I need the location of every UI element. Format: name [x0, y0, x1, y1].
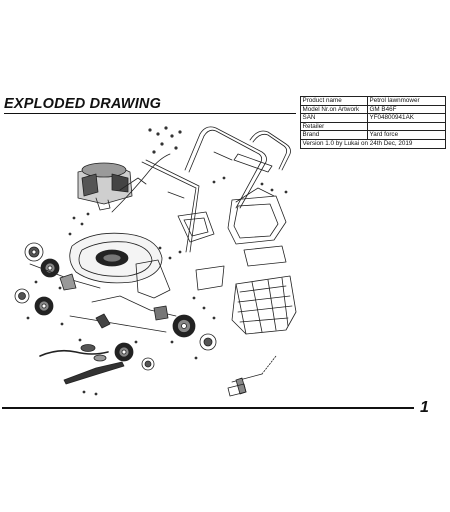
wheel-left-3	[14, 288, 30, 304]
title-underline	[4, 113, 296, 114]
blade-adapter	[59, 273, 169, 362]
page-number: 1	[420, 399, 429, 416]
wheel-rear-center	[114, 342, 134, 362]
wheel-rear-right	[172, 314, 196, 338]
spec-version-row: Version 1.0 by Lukai on 24th Dec, 2019	[300, 138, 446, 149]
throttle-cable	[111, 153, 171, 213]
spec-row: Product name Petrol lawnmower	[300, 96, 446, 106]
wheel-left-4	[34, 296, 54, 316]
handle-assembly	[184, 126, 291, 209]
product-spec-table: Product name Petrol lawnmower Model Nr.o…	[300, 96, 446, 149]
page-title: EXPLODED DRAWING	[4, 96, 162, 112]
lower-handle	[141, 159, 200, 253]
hardware-cluster-top	[148, 126, 288, 194]
cutting-deck	[69, 232, 163, 284]
spec-value: Petrol lawnmower	[367, 96, 446, 106]
leader-line	[261, 355, 277, 375]
wheel-rear-right-2	[199, 333, 217, 351]
engine	[77, 162, 147, 211]
footer-rule	[2, 407, 414, 409]
spec-label: Product name	[300, 96, 368, 106]
hardware-cluster-left	[26, 212, 98, 396]
rear-flap	[135, 211, 225, 299]
wheel-front-left	[24, 242, 44, 262]
spark-plug-spanner	[227, 373, 263, 397]
drive-belt	[39, 349, 109, 357]
cutting-blade	[63, 361, 125, 385]
wheel-rear-center-2	[141, 357, 155, 371]
spec-version: Version 1.0 by Lukai on 24th Dec, 2019	[300, 138, 446, 149]
grass-box-frame	[227, 187, 287, 267]
grass-bag	[231, 275, 297, 335]
exploded-drawing	[14, 126, 297, 397]
hardware-cluster-right	[134, 246, 216, 360]
rear-axle	[69, 315, 167, 333]
